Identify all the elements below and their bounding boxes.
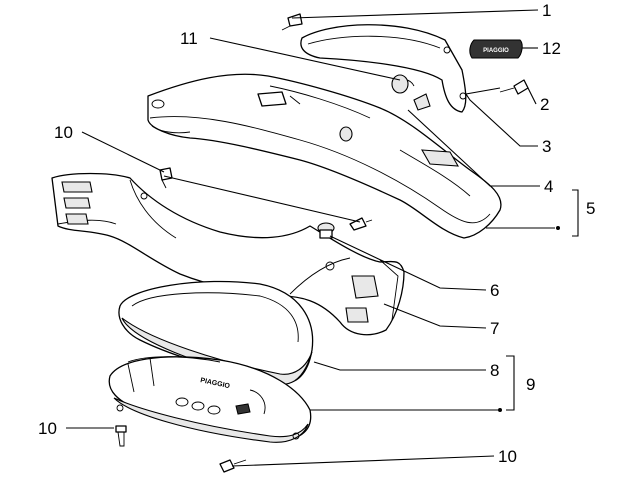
badge-part: PIAGGIO — [469, 39, 523, 59]
leader-lines — [66, 9, 579, 467]
screw-part-2 — [499, 79, 529, 95]
upper-handlebar-cover — [147, 73, 502, 239]
callout-labels: 1 12 11 2 3 10 4 5 6 7 8 9 10 10 — [38, 1, 595, 466]
lower-handlebar-cover — [51, 172, 405, 336]
badge-logo-text: PIAGGIO — [483, 48, 509, 54]
callout-9: 9 — [526, 375, 535, 394]
grommet-part-11 — [391, 74, 409, 94]
callout-12: 12 — [542, 39, 561, 58]
callout-6: 6 — [490, 281, 499, 300]
screw-part-10-lower-left — [115, 425, 127, 447]
callout-7: 7 — [490, 319, 499, 338]
callout-10-bottom: 10 — [498, 447, 517, 466]
callout-8: 8 — [490, 361, 499, 380]
screw-part-1 — [281, 13, 303, 31]
instrument-lens — [118, 280, 314, 385]
callout-4: 4 — [544, 177, 553, 196]
instrument-cluster: PIAGGIO — [108, 356, 312, 443]
screw-part-10-mid — [349, 217, 373, 231]
callout-3: 3 — [542, 137, 551, 156]
callout-5: 5 — [586, 199, 595, 218]
screw-part-10-bottom — [219, 459, 247, 473]
callout-2: 2 — [540, 95, 549, 114]
callout-1: 1 — [542, 1, 551, 20]
knob-part-6 — [317, 222, 335, 239]
callout-10-left: 10 — [38, 419, 57, 438]
callout-10-top: 10 — [54, 123, 73, 142]
callout-11: 11 — [180, 29, 198, 48]
